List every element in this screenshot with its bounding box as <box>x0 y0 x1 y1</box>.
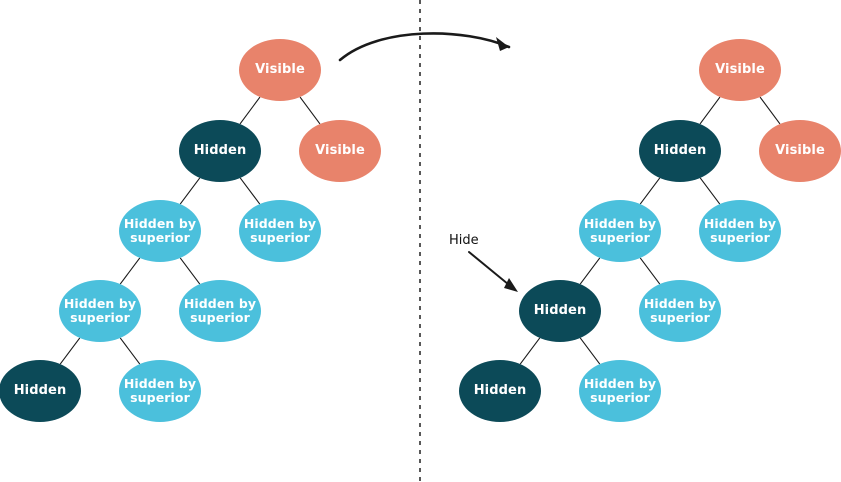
tree-node-hidden[interactable]: Hidden <box>459 360 541 422</box>
tree-edge <box>699 177 721 205</box>
tree-node-visible[interactable]: Visible <box>699 39 781 101</box>
tree-node-label: Visible <box>775 142 825 158</box>
tree-node-label: Hidden <box>473 382 527 398</box>
tree-edge <box>519 337 541 365</box>
tree-node-hidden[interactable]: Hidden <box>179 120 261 182</box>
tree-node-label: Visible <box>715 61 765 77</box>
tree-edge <box>239 96 261 125</box>
tree-edge <box>119 337 141 365</box>
tree-node-label: Visible <box>315 142 365 158</box>
tree-node-visible[interactable]: Visible <box>759 120 841 182</box>
tree-node-label: Visible <box>255 61 305 77</box>
tree-edge <box>759 96 781 125</box>
transform-arrow-icon <box>338 32 511 62</box>
tree-node-visible[interactable]: Visible <box>299 120 381 182</box>
tree-edge <box>119 257 141 285</box>
tree-node-visible[interactable]: Visible <box>239 39 321 101</box>
tree-edge <box>239 177 261 205</box>
tree-edge <box>179 177 201 205</box>
tree-node-label: Hidden <box>13 382 67 398</box>
tree-edge <box>639 257 661 285</box>
tree-edge <box>179 257 201 285</box>
tree-edge <box>59 337 81 365</box>
tree-node-label: Hidden <box>653 142 707 158</box>
tree-edge <box>299 96 321 125</box>
tree-node-hidden[interactable]: Hidden <box>519 280 601 342</box>
tree-node-label: Hidden <box>533 302 587 318</box>
tree-node-hidden[interactable]: Hidden <box>0 360 81 422</box>
tree-node-hidden[interactable]: Hidden <box>639 120 721 182</box>
hide-arrow-icon <box>468 251 518 292</box>
tree-node-label: Hidden <box>193 142 247 158</box>
tree-edge <box>639 177 661 205</box>
hide-action-label: Hide <box>449 233 479 248</box>
tree-edge <box>579 257 601 285</box>
tree-edge <box>699 96 721 125</box>
tree-edge <box>579 337 601 365</box>
